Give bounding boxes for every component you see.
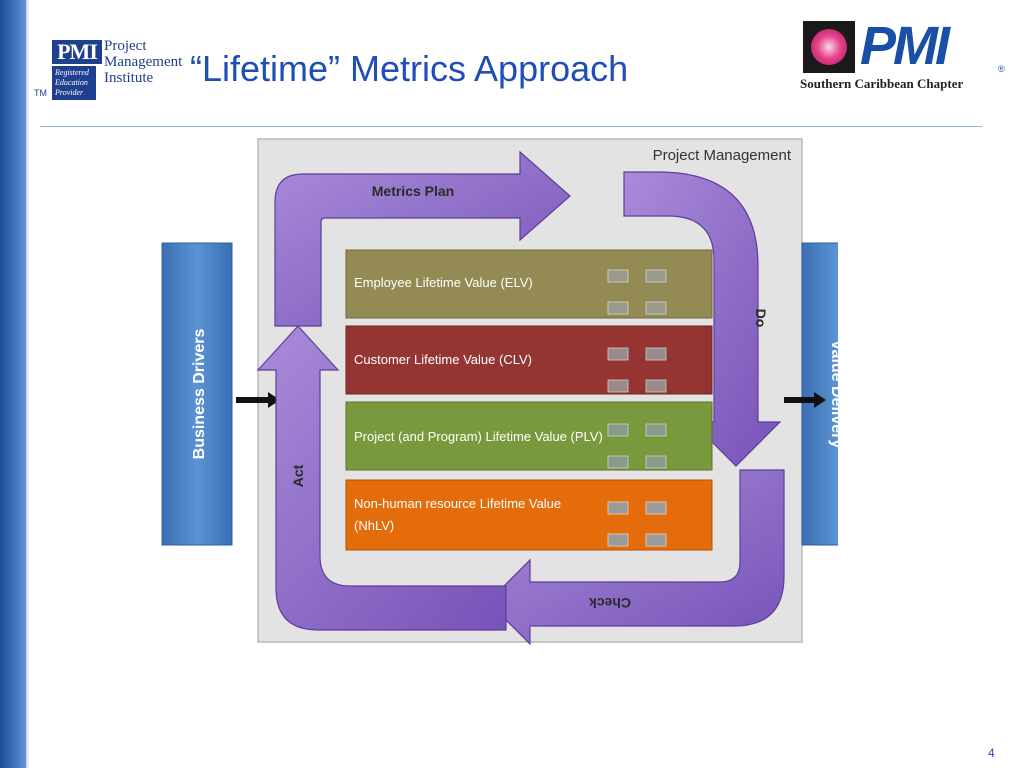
band-elv: Employee Lifetime Value (ELV) — [345, 249, 713, 319]
trademark: TM — [34, 88, 47, 98]
band-clv-label: Customer Lifetime Value (CLV) — [354, 352, 532, 367]
mini-flowchart-icon — [607, 269, 667, 315]
check-arrow — [487, 469, 785, 646]
institute-line: Institute — [104, 70, 154, 86]
lifetime-metrics-diagram: Project Management Business Drivers Valu… — [161, 138, 838, 646]
registered-mark: ® — [998, 64, 1005, 74]
act-label: Act — [290, 464, 306, 487]
act-arrow — [256, 325, 507, 631]
metrics-plan-arrow — [274, 150, 571, 327]
check-label: Check — [589, 595, 631, 611]
rep-badge: Registered Education Provider — [52, 66, 96, 100]
business-drivers-label: Business Drivers — [191, 329, 208, 460]
do-arrow — [623, 171, 782, 467]
hibiscus-icon — [803, 21, 855, 73]
value-delivery-label: Value Delivery — [828, 340, 838, 449]
rep-line: Education — [55, 78, 88, 87]
rep-line: Provider — [55, 88, 84, 97]
band-nhlv-label-2: (NhLV) — [354, 518, 394, 533]
institute-name: Project Management Institute — [104, 38, 182, 86]
pmi-rep-logo: PMI Registered Education Provider Projec… — [34, 38, 182, 106]
left-accent-bar — [0, 0, 26, 768]
mini-flowchart-icon — [607, 423, 667, 469]
input-arrow-icon — [236, 392, 280, 408]
chapter-logo: PMI ® Southern Caribbean Chapter — [800, 16, 1010, 98]
value-delivery-bar — [801, 242, 838, 546]
pmi-wordmark: PMI — [860, 16, 950, 76]
band-plv: Project (and Program) Lifetime Value (PL… — [345, 401, 713, 471]
pmi-mark: PMI — [52, 40, 102, 64]
business-drivers-bar — [161, 242, 233, 546]
band-elv-label: Employee Lifetime Value (ELV) — [354, 275, 533, 290]
band-nhlv: Non-human resource Lifetime Value (NhLV) — [345, 479, 713, 551]
page-number: 4 — [988, 746, 995, 760]
frame-label: Project Management — [653, 147, 792, 164]
institute-line: Management — [104, 54, 183, 70]
chapter-name: Southern Caribbean Chapter — [800, 76, 964, 91]
left-accent-edge — [26, 0, 29, 768]
mini-flowchart-icon — [607, 501, 667, 547]
metrics-plan-label: Metrics Plan — [372, 183, 454, 199]
title-rule — [40, 126, 982, 127]
institute-line: Project — [104, 38, 147, 54]
output-arrow-icon — [784, 392, 826, 408]
band-nhlv-label: Non-human resource Lifetime Value — [354, 496, 561, 511]
rep-line: Registered — [55, 68, 89, 77]
do-label: Do — [753, 309, 769, 328]
mini-flowchart-icon — [607, 347, 667, 393]
band-clv: Customer Lifetime Value (CLV) — [345, 325, 713, 395]
slide-title: “Lifetime” Metrics Approach — [190, 48, 629, 89]
band-plv-label: Project (and Program) Lifetime Value (PL… — [354, 429, 603, 444]
